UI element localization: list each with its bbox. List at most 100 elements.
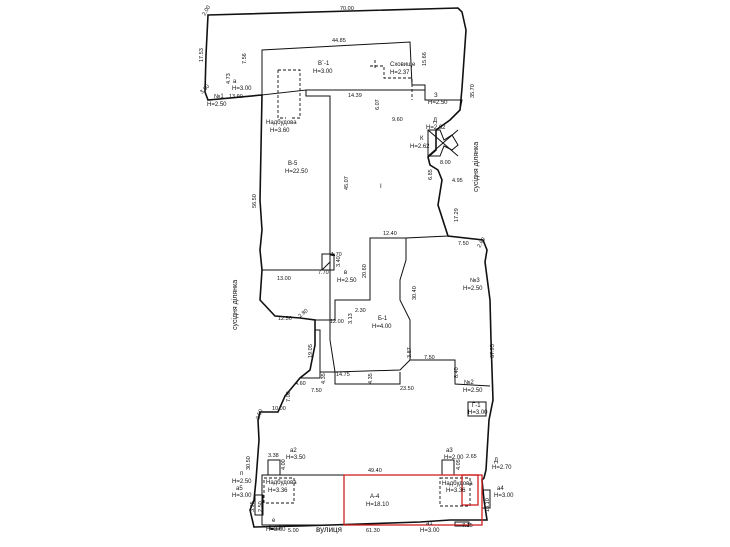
dim: 3.60: [199, 84, 211, 96]
porch-a5: [254, 494, 264, 516]
store-outline: [370, 65, 413, 100]
dim: 14.39: [348, 93, 362, 99]
dim: 4.73: [226, 73, 232, 84]
label-b1b: Б-1: [378, 316, 388, 322]
lower-block: [300, 359, 491, 387]
lower-wing: [262, 254, 335, 271]
label-z-h: H=2.50: [428, 100, 448, 106]
dim: 49.40: [368, 468, 382, 474]
dim: 17.29: [454, 208, 460, 222]
dim: 30.40: [412, 286, 418, 300]
label-b5: В-5: [288, 161, 298, 167]
dim: 4.05: [456, 459, 462, 470]
label-n3-h: H=2.50: [463, 286, 483, 292]
label-store-h: H=2.37: [390, 70, 410, 76]
dim: 13.90: [229, 94, 243, 100]
label-neighbor-left: сусідня ділянка: [231, 280, 239, 330]
dim: 14.75: [336, 372, 350, 378]
dim: 44.85: [332, 38, 346, 44]
dim: 19.05: [308, 344, 314, 358]
dim: 10.00: [272, 406, 286, 412]
label-a-top-h: H=3.00: [232, 86, 252, 92]
label-b1b-h: H=4.00: [372, 324, 392, 330]
label-d-bot: Д: [494, 458, 498, 464]
building-b5: [261, 41, 463, 373]
highlight-small: [461, 474, 479, 506]
dim: 4.00: [281, 459, 287, 470]
dim: 7.50: [311, 388, 322, 394]
dim: 3.87: [407, 347, 413, 358]
dim: 23.50: [400, 386, 414, 392]
steps-a1: [454, 521, 470, 527]
label-v-h: H=2.50: [337, 278, 357, 284]
dim: 7.00: [286, 391, 292, 402]
dim: 15.66: [422, 52, 428, 66]
label-nadb-right-h: H=3.36: [446, 488, 466, 494]
dim: 2.50: [258, 501, 264, 512]
dim: 9.60: [392, 117, 403, 123]
dim: 70.00: [340, 6, 354, 12]
nadbudova-top-outline: [277, 69, 301, 119]
building-k: [427, 129, 459, 157]
dim: 12.40: [383, 231, 397, 237]
dim: 20.60: [362, 264, 368, 278]
label-a2: а2: [290, 448, 297, 454]
dim: 3.40: [336, 256, 342, 267]
label-g1-h: H=3.00: [468, 410, 488, 416]
label-n1: №1: [214, 93, 224, 100]
label-d-top: Д: [433, 118, 437, 124]
dim: 35.70: [470, 84, 476, 98]
label-b1-h: H=3.00: [313, 69, 333, 75]
label-nadb-top: Надбудова: [266, 120, 297, 126]
dim: 2.50: [255, 409, 264, 421]
label-n2: №2: [464, 379, 474, 386]
dim: 4.35: [321, 373, 327, 384]
porch-a3: [441, 459, 455, 476]
dim: 45.07: [344, 176, 350, 190]
label-e: е: [272, 518, 276, 524]
dim: 7.15: [462, 523, 473, 529]
dim: 13.10: [485, 498, 491, 512]
dim: 30.50: [246, 456, 252, 470]
label-a1-h: H=3.00: [420, 528, 440, 534]
label-nadb-left-h: H=3.36: [268, 488, 288, 494]
label-d-bot-h: H=2.70: [492, 465, 512, 471]
dim: 61.30: [366, 528, 380, 534]
dim: 2.30: [355, 308, 366, 314]
dim: 3.38: [268, 453, 279, 459]
dim: 8.00: [440, 160, 451, 166]
dim: 12.50: [278, 316, 292, 322]
label-n1-h: H=2.50: [207, 102, 227, 108]
label-p: п: [240, 471, 243, 477]
label-z: З: [434, 93, 438, 99]
dim: 67.95: [490, 344, 496, 358]
dim: 56.50: [252, 194, 258, 208]
dim: 1.70: [331, 252, 342, 258]
label-a4-main-h: H=18.10: [366, 502, 390, 508]
dim: 4.60: [295, 381, 306, 387]
dim: 2.65: [466, 454, 477, 460]
label-store: Сховище: [390, 62, 416, 68]
nadbudova-right-outline: [439, 477, 471, 507]
label-a2-h: H=3.50: [286, 455, 306, 461]
dim: 17.53: [199, 48, 205, 62]
label-a-top: а: [233, 79, 237, 85]
dim: 12.00: [330, 319, 344, 325]
label-street: вулиця: [316, 525, 342, 534]
label-a1: а1: [426, 521, 433, 527]
label-a4: а4: [497, 486, 504, 492]
label-a5: а5: [236, 486, 243, 492]
label-p-h: H=2.50: [232, 479, 252, 485]
label-a4-main: А-4: [370, 494, 380, 500]
label-n2-h: H=2.50: [463, 388, 483, 394]
shed-g1: [467, 401, 487, 417]
dim: 6.07: [375, 99, 381, 110]
label-k-h: H=2.62: [410, 144, 430, 150]
label-a4-h: H=3.00: [494, 493, 514, 499]
k-diag-2: [427, 129, 459, 157]
label-n3: №3: [470, 277, 480, 284]
dim: 7.50: [458, 241, 469, 247]
dim: 4.95: [452, 178, 463, 184]
dim: 7.70: [318, 270, 329, 276]
